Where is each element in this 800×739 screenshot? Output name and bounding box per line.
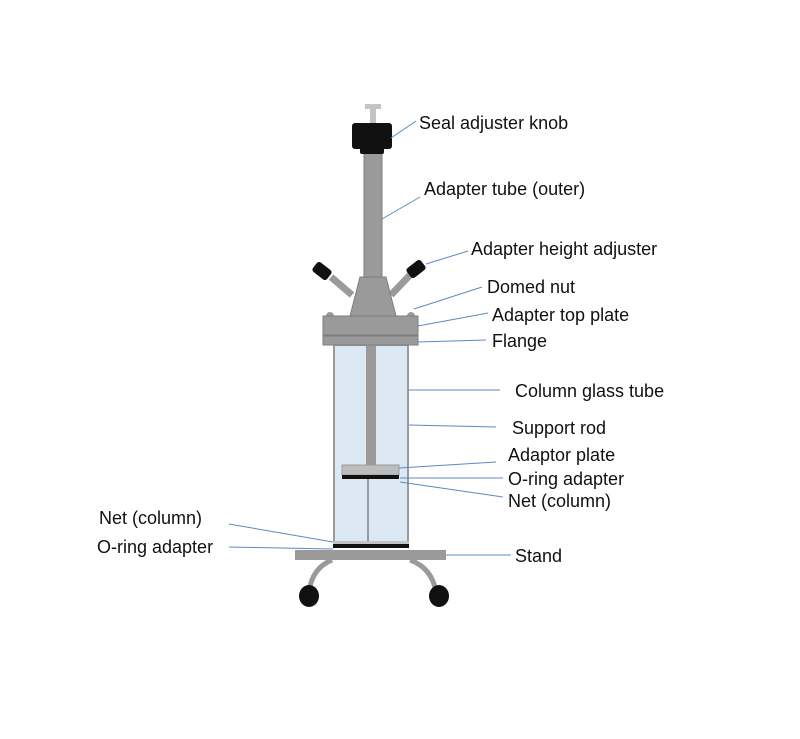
wheel-right: [429, 585, 449, 607]
leader-adaptor-plate: [398, 461, 497, 469]
height-adjuster-arm-left: [328, 274, 355, 298]
wheel-left: [299, 585, 319, 607]
stand-base-plate: [295, 550, 446, 560]
label-column-glass-tube: Column glass tube: [515, 381, 664, 401]
height-adjuster-arm-right: [388, 272, 413, 298]
leader-seal-adjuster-knob: [390, 120, 417, 139]
leader-domed-nut: [413, 286, 483, 310]
label-flange: Flange: [492, 331, 547, 351]
seal-adjuster-knob: [352, 123, 392, 149]
leader-lines: [228, 120, 511, 556]
stand-legs: [299, 557, 449, 607]
adaptor-plate: [341, 464, 400, 476]
adapter-dome-body: [349, 276, 397, 317]
label-o-ring-adapter-right: O-ring adapter: [508, 469, 624, 489]
seal-adjuster-stem: [370, 109, 376, 123]
leader-net-right: [399, 481, 504, 498]
label-net-column-left: Net (column): [99, 508, 202, 528]
leader-support-rod: [408, 424, 497, 428]
flange: [322, 335, 419, 346]
leader-net-left: [228, 523, 334, 543]
label-support-rod: Support rod: [512, 418, 606, 438]
label-adaptor-plate: Adaptor plate: [508, 445, 615, 465]
label-adapter-tube-outer: Adapter tube (outer): [424, 179, 585, 199]
label-stand: Stand: [515, 546, 562, 566]
o-ring-adapter-upper: [342, 475, 399, 479]
label-o-ring-adapter-left: O-ring adapter: [97, 537, 213, 557]
leader-top-plate: [417, 312, 489, 327]
height-adjuster-knob-right: [406, 259, 426, 279]
leader-flange: [417, 339, 487, 343]
label-net-column-right: Net (column): [508, 491, 611, 511]
adapter-tube-outer: [363, 151, 383, 278]
height-adjuster-knob-left: [312, 261, 332, 281]
seal-adjuster-cap: [365, 104, 381, 109]
net-column-bottom: [333, 541, 409, 544]
leader-height-adjuster: [425, 250, 469, 265]
label-adapter-height-adjuster: Adapter height adjuster: [471, 239, 657, 259]
label-adapter-top-plate: Adapter top plate: [492, 305, 629, 325]
label-seal-adjuster-knob: Seal adjuster knob: [419, 113, 568, 133]
label-domed-nut: Domed nut: [487, 277, 575, 297]
stand-leg-right: [409, 557, 439, 593]
adapter-top-plate: [322, 315, 419, 336]
o-ring-adapter-bottom: [333, 544, 409, 548]
support-rod: [366, 346, 376, 468]
leader-o-ring-left: [228, 546, 334, 550]
leader-adapter-tube: [381, 196, 421, 220]
seal-adjuster-knob-base: [360, 146, 384, 154]
